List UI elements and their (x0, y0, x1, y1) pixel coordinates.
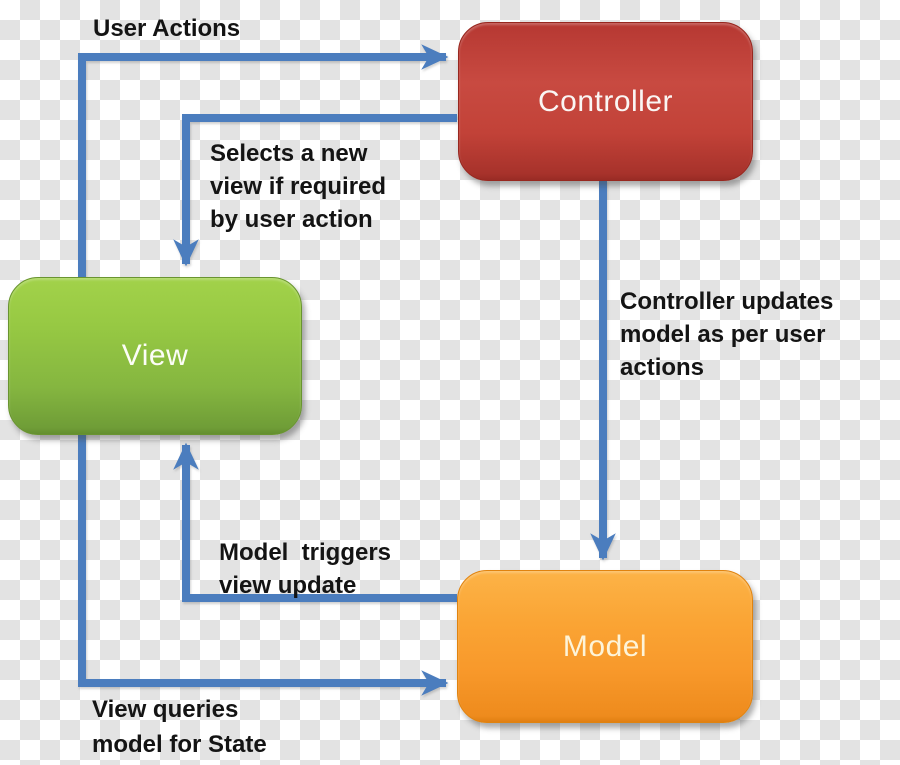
edge-label-controller-updates: Controller updates model as per user act… (620, 288, 834, 381)
edge-label-user-actions: User Actions (93, 15, 241, 42)
arrow-user-actions (78, 44, 449, 278)
arrow-selects-view (173, 114, 457, 267)
edge-label-view-queries: View queries model for State (92, 696, 267, 758)
edge-label-model-triggers: Model triggers view update (219, 539, 392, 599)
controller-node-label: Controller (537, 84, 674, 118)
arrow-view-queries (78, 432, 449, 696)
model-node-label: Model (562, 629, 648, 663)
arrow-model-triggers (173, 442, 457, 602)
model-node: Model (457, 570, 753, 723)
edge-label-selects-view: Selects a new view if required by user a… (210, 140, 387, 233)
view-node-label: View (121, 339, 189, 372)
view-node: View (8, 277, 302, 435)
controller-node: Controller (458, 22, 753, 181)
